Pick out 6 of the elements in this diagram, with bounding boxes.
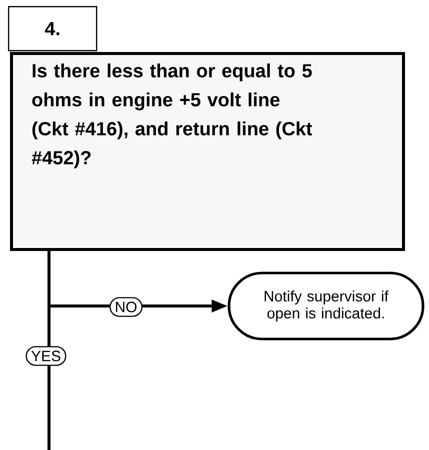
edge-label: NO: [109, 297, 143, 317]
step-number-box: 4.: [8, 6, 98, 52]
question-box: Is there less than or equal to 5 ohms in engine +5 volt line (Ckt #416), and return line (Ckt #452)?: [10, 52, 405, 251]
connector: [48, 251, 50, 450]
edge-label: YES: [26, 346, 66, 366]
action-terminal: Notify supervisor if open is indicated.: [228, 272, 424, 340]
